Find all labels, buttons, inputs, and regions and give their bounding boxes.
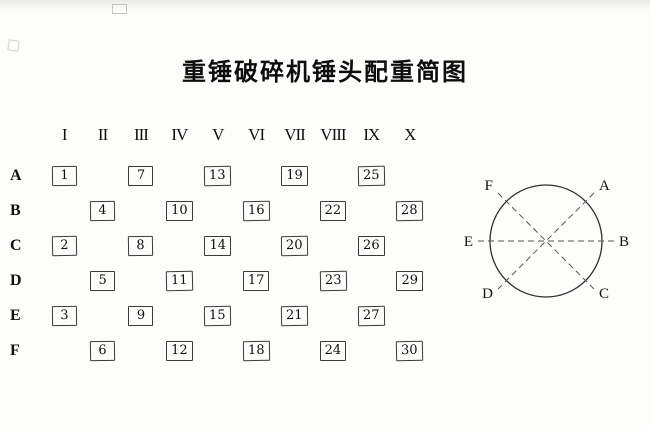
hammer-number: 14 xyxy=(204,235,232,256)
hammer-number: 1 xyxy=(51,165,77,186)
hammer-number: 26 xyxy=(358,235,385,256)
hammer-number: 30 xyxy=(396,340,424,361)
row-label: C xyxy=(10,236,22,254)
axis-line-f-c xyxy=(497,192,595,290)
hammer-number: 8 xyxy=(128,235,154,256)
hammer-number: 29 xyxy=(396,270,423,291)
hammer-number: 2 xyxy=(51,235,77,256)
hammer-number: 21 xyxy=(281,305,309,326)
circle-label-f: F xyxy=(485,178,493,194)
row-label: B xyxy=(10,201,21,219)
column-header: V xyxy=(212,125,224,144)
hammer-number: 24 xyxy=(319,340,347,361)
corner-spacer xyxy=(2,112,45,158)
hammer-number: 18 xyxy=(242,340,270,361)
column-header: IX xyxy=(363,125,380,144)
hammer-number: 5 xyxy=(90,270,116,291)
column-header: IV xyxy=(171,125,188,144)
rotor-balance-diagram: F A E B D C xyxy=(453,170,638,312)
column-header: VII xyxy=(284,125,306,144)
column-header: I xyxy=(61,125,68,144)
hammer-number: 20 xyxy=(281,235,308,256)
column-header: VIII xyxy=(320,125,346,144)
hammer-weight-grid: I II III IV V VI VII VIII IX X A 1 7 13 … xyxy=(2,112,429,368)
scan-artifact xyxy=(7,39,20,52)
hammer-number: 9 xyxy=(128,305,154,326)
hammer-number: 12 xyxy=(166,340,193,361)
hammer-number: 22 xyxy=(319,200,347,221)
hammer-number: 6 xyxy=(89,340,116,361)
circle-label-d: D xyxy=(482,286,493,302)
page-title: 重锤破碎机锤头配重简图 xyxy=(182,59,468,86)
row-label: F xyxy=(10,341,20,359)
hammer-number: 27 xyxy=(357,305,385,326)
column-header: X xyxy=(404,125,416,144)
column-header: III xyxy=(133,125,149,144)
hammer-number: 3 xyxy=(51,305,77,326)
hammer-number: 28 xyxy=(396,200,424,221)
scan-artifact xyxy=(112,4,127,14)
circle-label-a: A xyxy=(599,178,610,194)
rotor-balance-svg: F A E B D C xyxy=(464,178,629,302)
circle-label-e: E xyxy=(464,234,473,250)
column-header: VI xyxy=(248,125,265,144)
hammer-number: 15 xyxy=(204,305,232,326)
hammer-number: 13 xyxy=(204,165,232,186)
circle-label-b: B xyxy=(619,234,629,250)
row-label: D xyxy=(10,271,22,289)
hammer-number: 25 xyxy=(357,165,385,186)
hammer-number: 10 xyxy=(166,200,193,221)
hammer-number: 7 xyxy=(128,165,154,186)
row-label: A xyxy=(10,166,22,184)
axis-line-a-d xyxy=(497,192,595,290)
row-label: E xyxy=(10,306,21,324)
hammer-number: 4 xyxy=(89,200,116,221)
hammer-number: 16 xyxy=(242,200,270,221)
hammer-number: 19 xyxy=(281,165,308,186)
hammer-number: 11 xyxy=(165,270,193,291)
circle-label-c: C xyxy=(599,286,609,302)
hammer-number: 17 xyxy=(242,270,270,291)
hammer-number: 23 xyxy=(319,270,347,291)
column-header: II xyxy=(97,125,108,144)
